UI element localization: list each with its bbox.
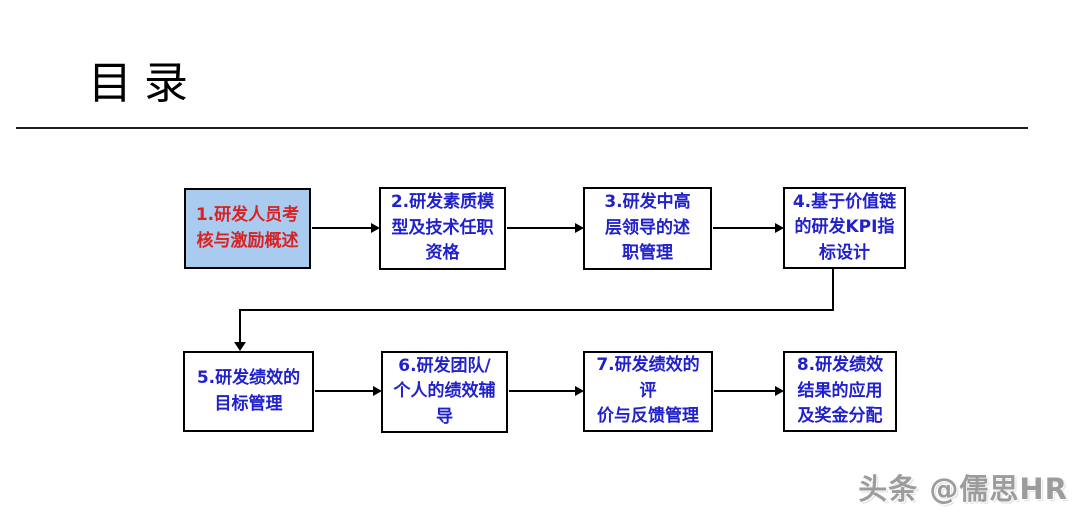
flow-node-8: 8.研发绩效 结果的应用 及奖金分配 bbox=[783, 351, 897, 432]
connector-4-to-5-segment-down bbox=[832, 269, 834, 311]
arrow-6-to-7 bbox=[509, 386, 584, 396]
flow-node-6: 6.研发团队/ 个人的绩效辅 导 bbox=[381, 351, 508, 433]
flow-node-5-label: 5.研发绩效的 目标管理 bbox=[196, 368, 301, 414]
flow-node-2-label: 2.研发素质模 型及技术任职 资格 bbox=[390, 192, 495, 264]
arrow-3-to-4 bbox=[713, 223, 784, 233]
flow-node-8-label: 8.研发绩效 结果的应用 及奖金分配 bbox=[796, 355, 884, 427]
watermark-toutiao: 头条 @儒思HR bbox=[858, 472, 1068, 506]
arrow-7-to-8 bbox=[714, 386, 784, 396]
page-title: 目录 bbox=[88, 59, 200, 108]
flow-node-7: 7.研发绩效的评 价与反馈管理 bbox=[583, 351, 713, 432]
flow-node-1-label: 1.研发人员考 核与激励概述 bbox=[195, 205, 300, 251]
flow-node-4: 4.基于价值链 的研发KPI指 标设计 bbox=[783, 187, 906, 269]
flow-node-6-label: 6.研发团队/ 个人的绩效辅 导 bbox=[393, 355, 496, 427]
arrow-2-to-3 bbox=[507, 223, 584, 233]
flow-node-3-label: 3.研发中高 层领导的述 职管理 bbox=[604, 192, 691, 264]
flow-node-4-label: 4.基于价值链 的研发KPI指 标设计 bbox=[792, 191, 897, 263]
flow-node-1-current: 1.研发人员考 核与激励概述 bbox=[184, 188, 311, 269]
arrow-5-to-6 bbox=[315, 386, 382, 396]
connector-4-to-5-segment-across bbox=[239, 309, 834, 311]
connector-4-to-5-arrowhead bbox=[234, 342, 246, 351]
flow-node-7-label: 7.研发绩效的评 价与反馈管理 bbox=[596, 355, 700, 427]
flow-node-3: 3.研发中高 层领导的述 职管理 bbox=[583, 187, 712, 270]
flow-node-2: 2.研发素质模 型及技术任职 资格 bbox=[379, 187, 506, 270]
arrow-1-to-2 bbox=[312, 223, 380, 233]
title-divider-line bbox=[16, 127, 1028, 129]
flow-node-5: 5.研发绩效的 目标管理 bbox=[183, 351, 314, 432]
connector-4-to-5-segment-drop bbox=[239, 309, 241, 343]
